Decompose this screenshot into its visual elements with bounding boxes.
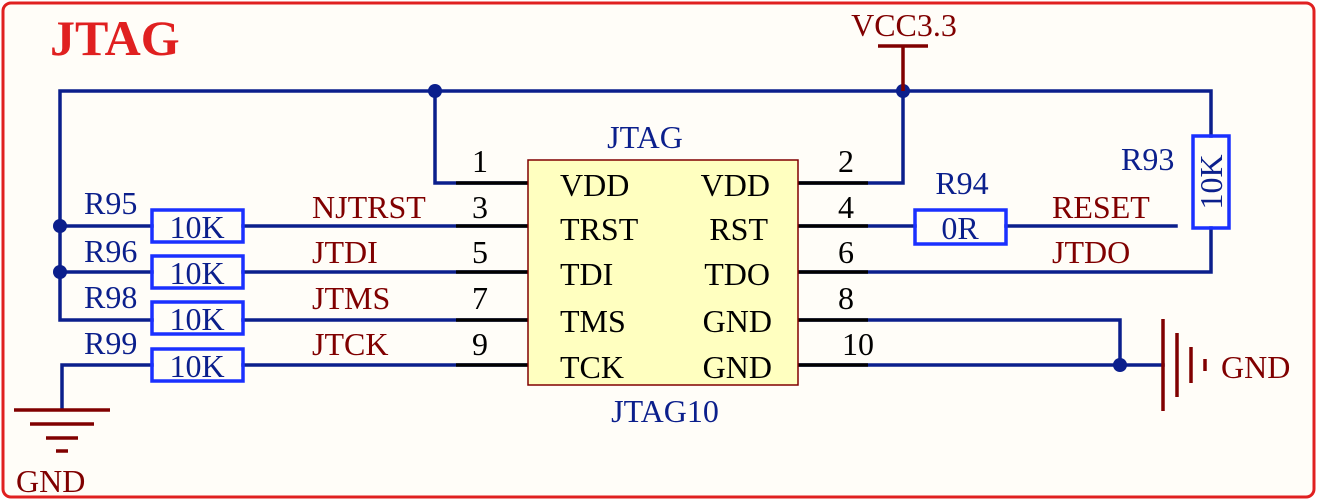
pullup-bus-wire <box>58 224 154 322</box>
pin-name-left: TMS <box>560 303 626 339</box>
jtag-connector: JTAG JTAG10 VDD TRST TDI TMS TCK VDD RST… <box>472 119 874 429</box>
resistor-r95: R95 10K <box>84 185 245 245</box>
pin-number-left: 7 <box>472 280 488 316</box>
pin-name-right: GND <box>703 303 772 339</box>
pin-number-right: 10 <box>842 326 874 362</box>
wires <box>58 89 1213 410</box>
resistor-value: 10K <box>169 255 224 291</box>
resistor-r94: R94 0R <box>913 165 1008 246</box>
junction-dot <box>428 84 442 98</box>
pin-name-left: TRST <box>560 211 639 247</box>
resistor-r96: R96 10K <box>84 233 245 291</box>
pin-name-left: TDI <box>560 256 613 292</box>
resistor-ref: R93 <box>1121 141 1174 177</box>
net-label-jtdo: JTDO <box>1052 234 1130 270</box>
vcc-symbol: VCC3.3 <box>851 7 957 91</box>
resistor-ref: R95 <box>84 185 137 221</box>
net-label-jtdi: JTDI <box>312 234 378 270</box>
pin-name-right: RST <box>709 211 768 247</box>
pin8-gnd-wire <box>796 318 1122 367</box>
pin-number-right: 6 <box>838 234 854 270</box>
pin-stubs <box>456 181 868 367</box>
connector-bottom-label: JTAG10 <box>611 393 719 429</box>
resistor-ref: R98 <box>84 279 137 315</box>
resistor-value: 0R <box>941 210 979 246</box>
junctions <box>53 84 1127 372</box>
resistor-value: 10K <box>169 209 224 245</box>
pin-name-right: VDD <box>701 167 770 203</box>
gnd-symbol-right <box>1161 319 1207 411</box>
resistor-r99: R99 10K <box>84 325 245 384</box>
resistor-r98: R98 10K <box>84 279 245 337</box>
net-labels: NJTRST JTDI JTMS JTCK RESET JTDO <box>312 189 1150 362</box>
gnd-label-left: GND <box>16 463 85 499</box>
resistor-ref: R94 <box>935 165 988 201</box>
connector-body <box>527 159 799 386</box>
net-label-njtrst: NJTRST <box>312 189 426 225</box>
pin-number-left: 5 <box>472 234 488 270</box>
vcc-label: VCC3.3 <box>851 7 957 43</box>
pin-name-right: TDO <box>704 256 770 292</box>
pin-name-left: VDD <box>560 167 629 203</box>
gnd-label-right: GND <box>1221 349 1290 385</box>
net-label-reset: RESET <box>1052 189 1150 225</box>
junction-dot <box>1113 358 1127 372</box>
resistor-value: 10K <box>169 301 224 337</box>
junction-dot <box>53 265 67 279</box>
junction-dot <box>53 219 67 233</box>
resistor-r93: R93 10K <box>1121 134 1231 230</box>
pin-name-right: GND <box>703 349 772 385</box>
pin-number-right: 2 <box>838 143 854 179</box>
resistor-ref: R96 <box>84 233 137 269</box>
net-label-jtms: JTMS <box>312 280 390 316</box>
schematic-title: JTAG <box>50 10 180 66</box>
pin-number-left: 3 <box>472 189 488 225</box>
r99-gnd-wire <box>60 363 154 410</box>
jtdo-wire <box>796 226 1213 274</box>
resistor-value: 10K <box>169 348 224 384</box>
pin-number-left: 9 <box>472 326 488 362</box>
gnd-symbol-left <box>14 408 110 453</box>
pin-name-left: TCK <box>560 349 624 385</box>
vcc-rail-wire <box>58 89 1213 228</box>
net-label-jtck: JTCK <box>312 326 388 362</box>
connector-top-label: JTAG <box>607 119 683 155</box>
pin-number-right: 4 <box>838 189 854 225</box>
pin-number-left: 1 <box>472 143 488 179</box>
resistor-ref: R99 <box>84 325 137 361</box>
resistor-value: 10K <box>1193 154 1229 209</box>
pin-number-right: 8 <box>838 280 854 316</box>
